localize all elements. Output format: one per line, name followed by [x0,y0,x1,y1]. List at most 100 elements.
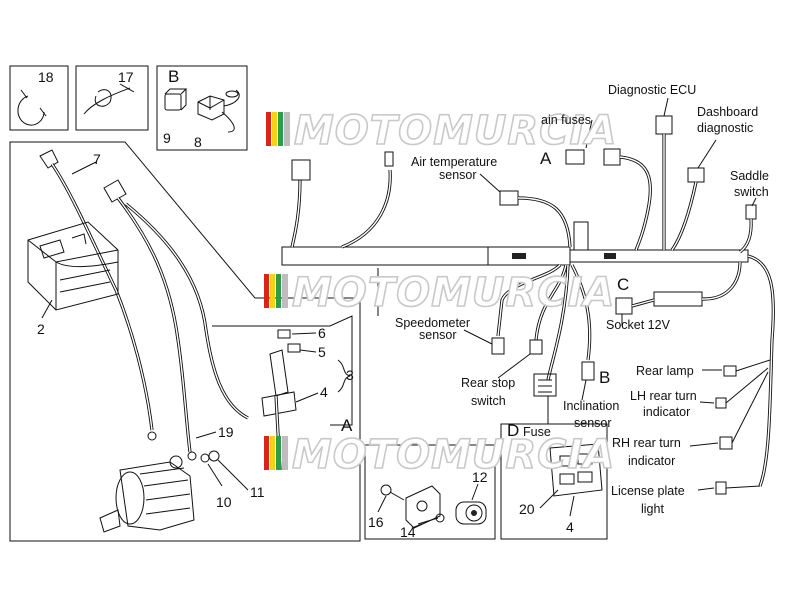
battery-icon [27,221,119,311]
part-number-10: 10 [216,494,232,510]
label-saddle-1: Saddle [730,169,769,183]
connector-left-icon [291,159,311,181]
letter-c-socket: C [617,275,629,294]
letter-a-harness: A [341,416,353,435]
rh-turn-connector-icon [719,436,733,450]
label-inclination-1: Inclination [563,399,619,413]
leader-16 [377,495,387,513]
fuse-block-icon [533,373,557,397]
label-fuse: Fuse [523,425,551,439]
leader-14 [411,523,423,529]
label-air-temp-1: Air temperature [411,155,497,169]
part-number-11: 11 [250,484,265,500]
watermark-middle: MOTOMURCIA [264,269,615,317]
label-diagnostic-ecu: Diagnostic ECU [608,83,696,97]
sensor-cable-icon [197,89,240,133]
brace-3 [337,359,351,393]
dashboard-diagnostic-connector-icon [687,167,705,183]
harness-clip-2 [604,253,616,259]
label-license-2: light [641,502,664,516]
part-number-3: 3 [346,367,354,383]
rear-lamp-connector-icon [723,365,737,377]
socket-12v-icon [455,501,487,525]
clamp-ring-icon [17,89,47,126]
harness-tail [569,249,749,263]
label-speedo-1: Speedometer [395,316,470,330]
main-harness-bar [281,246,571,266]
wire-connector-left [290,179,302,248]
socket-12v-connector-icon [615,297,633,315]
box-part-17 [75,65,149,131]
label-dashboard-1: Dashboard [697,105,758,119]
nut-icon [208,450,220,462]
part-number-4a: 4 [320,384,328,400]
leader-license [697,487,715,491]
part-number-19: 19 [218,424,234,440]
rear-harness [747,254,775,487]
socket-bracket-icon [405,485,441,529]
part-number-20: 20 [519,501,535,517]
leader-4b [569,495,575,517]
washer-icon [200,453,210,463]
letter-a-fuses: A [540,149,552,168]
saddle-switch-connector-icon [745,204,757,220]
part-number-18: 18 [38,69,54,85]
terminal-icon [187,451,197,461]
rear-stop-connector-icon [529,339,543,355]
air-temp-sensor-icon [499,190,519,206]
part-number-17: 17 [118,69,134,85]
speedometer-sensor-connector-icon [491,337,505,355]
label-inclination-2: sensor [574,416,612,430]
connector-mid-icon [384,151,394,167]
watermark-text-top: MOTOMURCIA [294,108,617,154]
diagnostic-ecu-connector-icon [655,115,673,135]
label-rh-turn-2: indicator [628,454,675,468]
leader-speedo [463,329,493,345]
leader-20 [539,489,559,509]
leader-6 [291,332,317,335]
part-number-12: 12 [472,469,488,485]
box-parts-20-4 [500,423,608,540]
part-number-9: 9 [163,130,171,146]
leader-rh [689,442,719,447]
leader-dashboard [697,139,717,169]
label-socket: Socket 12V [606,318,671,332]
socket-12v-body-icon [653,291,703,307]
leader-2 [41,299,53,319]
leader-lh [699,401,715,404]
leader-10 [207,463,223,487]
harness-clip [512,253,526,259]
lh-turn-connector-icon [715,397,727,409]
screw-icon [417,513,445,525]
box-part-18 [9,65,69,131]
watermark-text-bottom: MOTOMURCIA [292,432,615,478]
leader-fuses [585,119,593,149]
harness-segment [487,246,571,266]
leader-incl [581,379,587,401]
assembly-outline [9,141,361,542]
leader-11 [217,459,249,491]
label-lh-turn-2: indicator [643,405,690,419]
part-number-5: 5 [318,344,326,360]
inclination-sensor-connector-icon [581,361,595,381]
leader-4a [295,392,319,403]
part-number-16: 16 [368,514,384,530]
main-fuses-connector-icon [565,149,585,165]
label-rear-stop-1: Rear stop [461,376,515,390]
label-main-fuses: ain fuses [541,113,591,127]
part-number-7: 7 [93,151,101,167]
wire-connector-mid [341,169,392,249]
leader-stop [497,353,531,379]
label-dashboard-2: diagnostic [697,121,753,135]
box-parts-12-16 [364,444,496,540]
relay-icon [164,88,188,111]
harness-label-tag [573,221,589,251]
leader-air [479,173,501,193]
letter-b-incl: B [599,368,610,387]
battery-cable-icon [39,149,157,441]
leader-19 [195,431,217,439]
ground-cable-icon [103,179,249,453]
label-license-1: License plate [611,484,685,498]
bolt-icon [380,484,405,501]
